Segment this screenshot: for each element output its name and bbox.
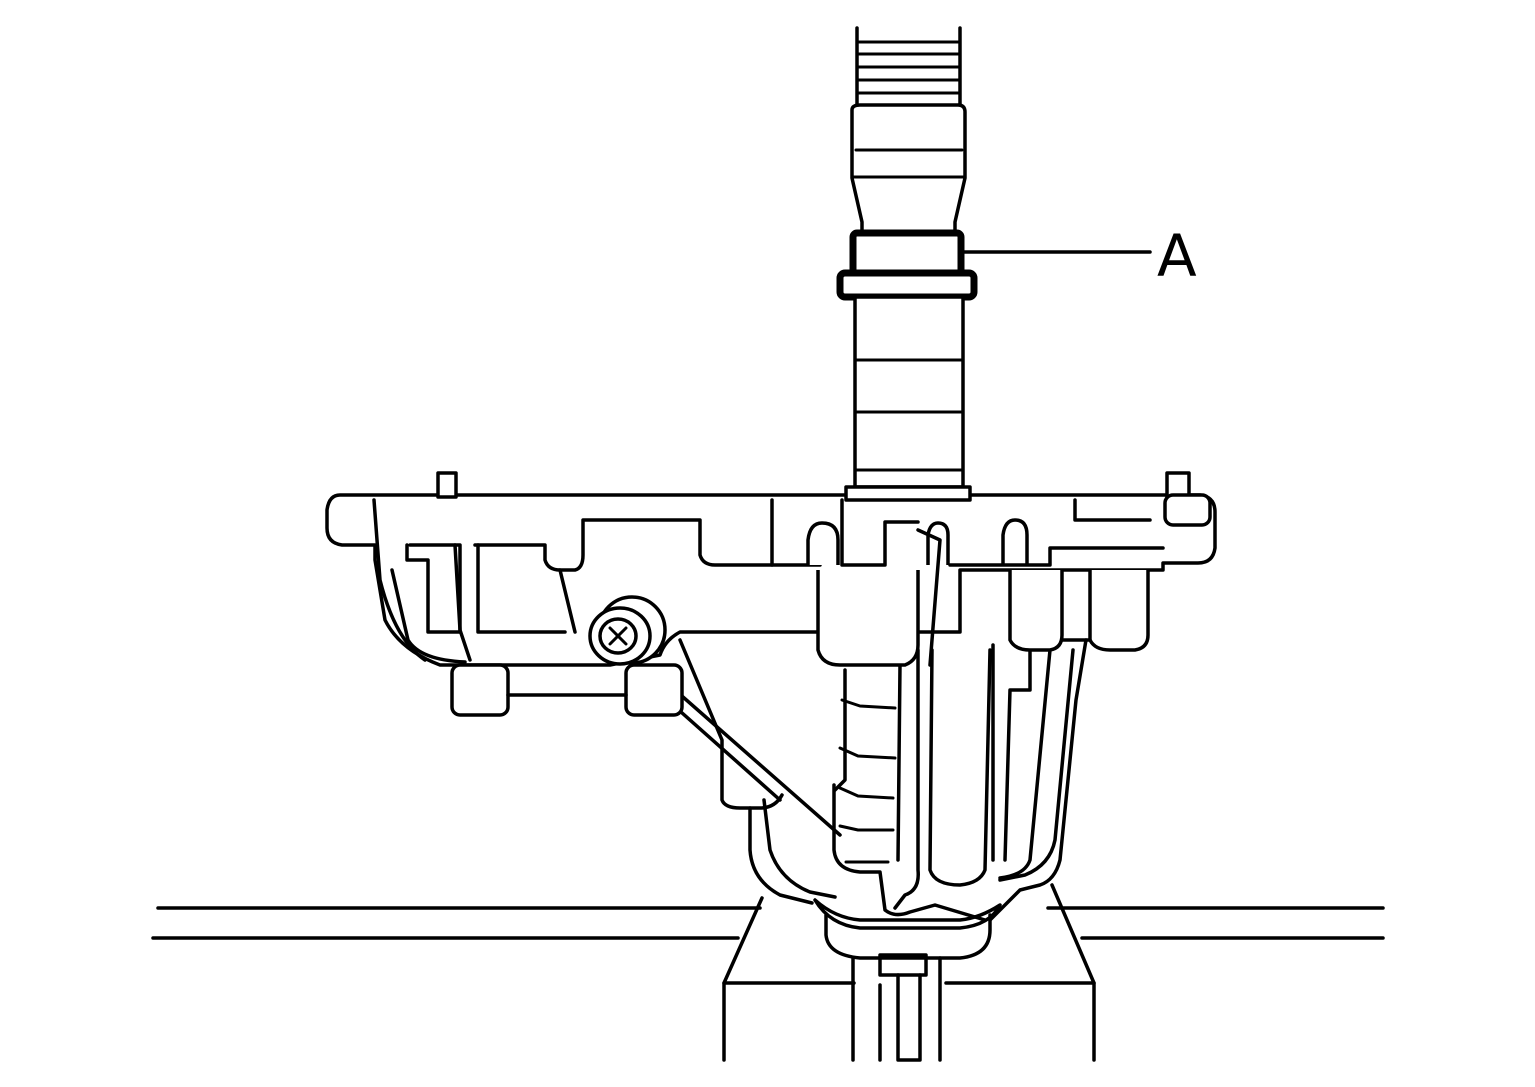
bench-rails: [151, 906, 1385, 940]
shaft: [836, 26, 978, 502]
support-block: [722, 883, 1096, 1062]
callout-a-label: A: [1157, 222, 1197, 290]
lower-case: [643, 638, 1088, 960]
callout-a: A: [960, 222, 1197, 290]
bolt: [588, 595, 667, 666]
housing-flange: [325, 471, 1217, 717]
